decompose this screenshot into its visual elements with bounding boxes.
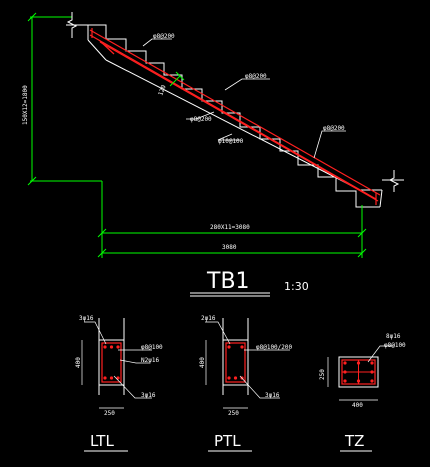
ltl-width: 250 — [104, 410, 115, 417]
tz-height: 250 — [319, 369, 326, 380]
ptl-height: 400 — [199, 357, 206, 368]
drawing-title: TB1 — [206, 269, 250, 294]
ltl-stirrup: φ8@100 — [141, 344, 163, 351]
total-dimension-label: 3080 — [222, 244, 237, 251]
rebar-label-5: φ8@200 — [323, 125, 345, 132]
ptl-width: 250 — [228, 410, 239, 417]
tz-bars: 8ψ16 — [386, 333, 401, 340]
run-dimension — [97, 181, 367, 258]
rebar-label-4: φ10@100 — [218, 138, 244, 145]
thickness-marker — [169, 71, 185, 87]
run-dimension-label: 280X11=3080 — [210, 224, 250, 231]
ltl-side-bar: N2ψ16 — [141, 357, 159, 364]
ptl-bottom-bar: 3ψ16 — [265, 392, 280, 399]
bottom-break — [382, 170, 404, 192]
slab-rebar — [89, 28, 381, 205]
ptl-top-bar: 2ψ16 — [201, 315, 216, 322]
rebar-leaders — [142, 38, 346, 159]
thickness-label: 120 — [157, 84, 167, 97]
tz-stirrup: φ8@100 — [384, 342, 406, 349]
height-dimension — [27, 12, 102, 186]
stair-outline — [87, 24, 383, 208]
ltl-bottom-bar: 3ψ16 — [141, 392, 156, 399]
rebar-label-2: φ8@200 — [245, 73, 267, 80]
drawing-scale: 1:30 — [284, 280, 309, 293]
ptl-name: PTL — [214, 432, 241, 450]
ltl-top-bar: 3ψ16 — [79, 315, 94, 322]
section-ptl: 2ψ16 φ8@100/200 3ψ16 400 250 PTL — [199, 315, 293, 452]
title-underline — [190, 292, 270, 297]
rebar-label-3: φ8@200 — [190, 116, 212, 123]
section-tz: 8ψ16 φ8@100 250 400 TZ — [319, 333, 406, 452]
ptl-stirrup: φ8@100/200 — [256, 344, 293, 351]
rebar-label-1: φ8@200 — [153, 33, 175, 40]
height-dimension-label: 150X12=1800 — [22, 85, 29, 125]
ltl-height: 400 — [75, 357, 82, 368]
ltl-name: LTL — [90, 432, 114, 450]
top-landing — [66, 12, 88, 38]
tz-name: TZ — [344, 432, 364, 450]
section-ltl: 3ψ16 φ8@100 N2ψ16 3ψ16 400 250 LTL — [75, 315, 163, 452]
tz-width: 400 — [352, 402, 363, 409]
